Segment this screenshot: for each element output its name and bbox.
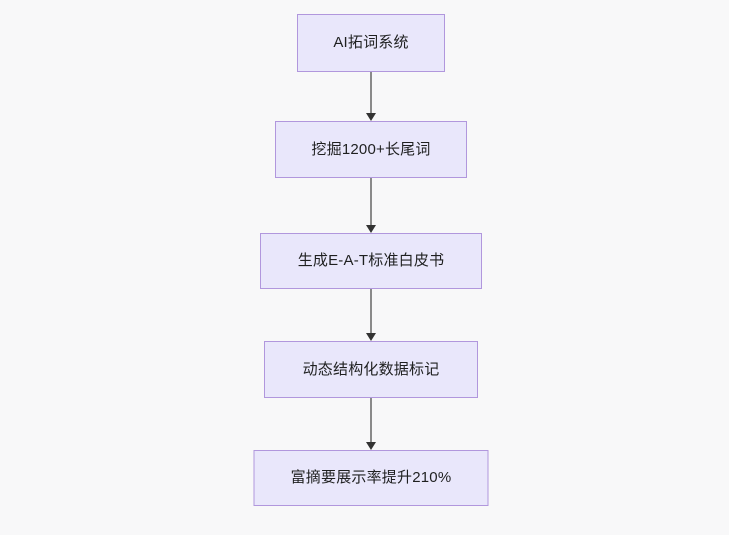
flow-node-rich-snippet-impression-uplift[interactable]: 富摘要展示率提升210%	[253, 450, 489, 506]
flow-edge-4-to-5	[365, 398, 377, 450]
edge-arrowhead-icon	[366, 442, 376, 450]
edge-arrowhead-icon	[366, 113, 376, 121]
edge-line	[370, 72, 372, 113]
flow-node-generate-eat-whitepaper[interactable]: 生成E-A-T标准白皮书	[260, 233, 482, 289]
flow-node-mine-longtail-keywords[interactable]: 挖掘1200+长尾词	[275, 121, 467, 178]
flow-node-label: 动态结构化数据标记	[302, 360, 440, 378]
edge-line	[370, 178, 372, 225]
flow-node-ai-keyword-system[interactable]: AI拓词系统	[297, 14, 445, 72]
flow-node-dynamic-structured-data-markup[interactable]: 动态结构化数据标记	[264, 341, 478, 398]
edge-line	[370, 398, 372, 442]
flow-node-label: 生成E-A-T标准白皮书	[297, 252, 445, 269]
flow-node-label: AI拓词系统	[333, 34, 409, 51]
flow-node-label: 挖掘1200+长尾词	[311, 140, 431, 158]
flow-edge-3-to-4	[365, 289, 377, 341]
edge-arrowhead-icon	[366, 333, 376, 341]
flow-node-label: 富摘要展示率提升210%	[290, 469, 452, 486]
flow-edge-1-to-2	[365, 72, 377, 121]
edge-line	[370, 289, 372, 333]
flow-edge-2-to-3	[365, 178, 377, 233]
edge-arrowhead-icon	[366, 225, 376, 233]
